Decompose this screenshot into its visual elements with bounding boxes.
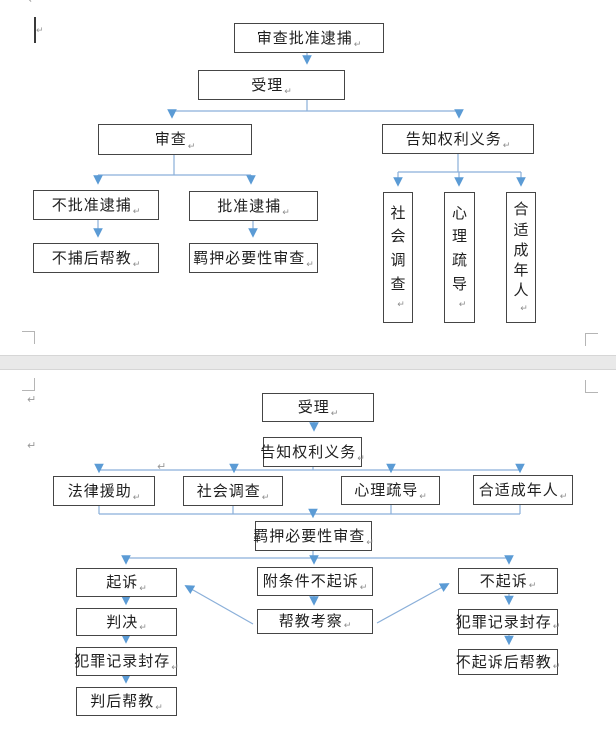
node-no-arrest-approval[interactable]: 不批准逮捕↵ — [33, 190, 159, 220]
node-legal-aid[interactable]: 法律援助↵ — [53, 476, 155, 506]
node-appropriate-adult[interactable]: 合适成年人↵ — [506, 192, 536, 323]
paragraph-mark: ↵ — [282, 207, 290, 217]
paragraph-mark: ↵ — [155, 702, 163, 712]
node-label: 审查批准逮捕 — [256, 29, 353, 47]
node-label: 判后帮教 — [90, 693, 155, 710]
node-conditional-non-prosecution[interactable]: 附条件不起诉↵ — [257, 567, 373, 596]
node-education-inspection[interactable]: 帮教考察↵ — [257, 609, 373, 634]
node-label: 法律援助 — [67, 482, 132, 500]
node-appropriate-adult-2[interactable]: 合适成年人↵ — [473, 475, 573, 505]
node-non-prosecution[interactable]: 不起诉↵ — [458, 568, 558, 594]
paragraph-mark: ↵ — [357, 453, 365, 463]
node-label: 不批准逮捕 — [51, 196, 132, 214]
paragraph-mark: ↵ — [552, 661, 561, 671]
split-detention-review2 — [126, 551, 509, 559]
node-label: 社会调查 — [196, 482, 261, 500]
node-label: 犯罪记录封存 — [74, 653, 171, 670]
node-label: 犯罪记录封存 — [455, 613, 552, 631]
paragraph-mark: ↵ — [397, 299, 405, 310]
paragraph-mark: ↵ — [187, 141, 196, 151]
split-inform-rights — [398, 154, 521, 173]
merge-four — [98, 505, 521, 515]
node-criminal-record-sealing-left[interactable]: 犯罪记录封存↵ — [74, 647, 179, 676]
node-label: 审查 — [154, 131, 187, 148]
paragraph-mark: ↵ — [528, 580, 537, 590]
node-prosecute[interactable]: 起诉↵ — [76, 568, 177, 597]
node-inform-rights-2[interactable]: 告知权利义务↵ — [260, 437, 365, 467]
node-label: 受理 — [251, 76, 284, 94]
page1-bottom-left-boundary-mark — [22, 331, 35, 344]
node-label: 羁押必要性审查 — [253, 527, 366, 545]
paragraph-mark: ↵ — [27, 394, 37, 406]
page2-top-left-boundary-mark — [22, 378, 35, 391]
node-detention-necessity-review-2[interactable]: 羁押必要性审查↵ — [253, 521, 374, 551]
arrow-inspection-to-nonprosecution — [376, 583, 450, 624]
paragraph-mark: ↵ — [284, 86, 292, 96]
paragraph-mark: ↵ — [419, 491, 427, 501]
node-psych-counseling-2[interactable]: 心理疏导↵ — [341, 476, 440, 505]
paragraph-mark: ↵ — [502, 140, 511, 150]
node-label: 心理疏导 — [354, 482, 419, 499]
page1-bottom-right-boundary-mark — [585, 333, 598, 346]
paragraph-mark: ↵ — [27, 440, 37, 452]
paragraph-mark: ↵ — [132, 206, 141, 216]
node-social-investigation[interactable]: 社会调查↵ — [383, 192, 413, 323]
node-post-nonprosecution-education[interactable]: 不起诉后帮教↵ — [455, 649, 561, 675]
paragraph-mark: ↵ — [552, 621, 561, 631]
node-review[interactable]: 审查↵ — [98, 124, 252, 155]
paragraph-mark: ↵ — [139, 583, 147, 593]
page2-top-right-boundary-mark — [585, 380, 598, 393]
node-label: 合适成年人 — [478, 481, 559, 499]
paragraph-mark: ↵ — [343, 620, 352, 630]
paragraph-mark: ↵ — [353, 39, 362, 49]
node-label: 帮教考察 — [278, 613, 343, 630]
paragraph-mark: ↵ — [330, 408, 339, 418]
node-label: 不捕后帮教 — [51, 249, 132, 267]
split-accept — [172, 100, 459, 112]
node-label: 告知权利义务 — [405, 130, 502, 148]
node-label: 告知权利义务 — [260, 443, 357, 461]
page-break-band — [0, 355, 616, 370]
node-approve-arrest[interactable]: 批准逮捕↵ — [189, 191, 318, 221]
node-label: 起诉 — [106, 574, 139, 591]
paragraph-mark: ↵ — [359, 582, 368, 592]
node-label: 附条件不起诉 — [262, 573, 359, 590]
text-cursor — [34, 17, 36, 43]
paragraph-mark: ↵ — [520, 302, 528, 313]
paragraph-mark: ↵ — [157, 461, 167, 473]
paragraph-mark: ↵ — [132, 492, 141, 502]
node-judgment[interactable]: 判决↵ — [76, 608, 177, 636]
paragraph-mark: ↵ — [458, 299, 467, 310]
node-label: 判决 — [106, 613, 139, 631]
node-inform-rights[interactable]: 告知权利义务↵ — [382, 124, 534, 154]
paragraph-mark: ↵ — [261, 492, 270, 502]
node-label: 不起诉后帮教 — [455, 653, 552, 671]
paragraph-mark: ↵ — [306, 259, 314, 269]
paragraph-mark: ↵ — [366, 537, 374, 547]
node-label: 批准逮捕 — [217, 197, 282, 215]
node-detention-necessity-review[interactable]: 羁押必要性审查↵ — [189, 243, 318, 273]
paragraph-mark: ↵ — [171, 662, 179, 672]
node-label: 不起诉 — [479, 572, 528, 590]
paragraph-mark: ↵ — [139, 622, 147, 632]
node-review-approve-arrest[interactable]: 审查批准逮捕↵ — [234, 23, 384, 53]
node-label: 受理 — [297, 399, 330, 416]
split-review — [98, 155, 251, 176]
paragraph-mark: ↵ — [132, 259, 141, 269]
node-label: 羁押必要性审查 — [193, 249, 306, 267]
node-accept-2[interactable]: 受理↵ — [262, 393, 374, 422]
node-accept[interactable]: 受理↵ — [198, 70, 345, 100]
paragraph-mark: ↵ — [36, 25, 44, 35]
node-post-nonarrest-education[interactable]: 不捕后帮教↵ — [33, 243, 159, 273]
paragraph-mark: ↵ — [559, 491, 568, 501]
node-post-judgment-education[interactable]: 判后帮教↵ — [76, 687, 177, 716]
node-psych-counseling[interactable]: 心理疏导↵ — [444, 192, 475, 323]
arrow-inspection-to-prosecute — [184, 585, 254, 625]
paragraph-mark: ↵ — [28, 0, 38, 6]
node-social-investigation-2[interactable]: 社会调查↵ — [183, 476, 283, 506]
node-criminal-record-sealing-right[interactable]: 犯罪记录封存↵ — [455, 609, 561, 635]
